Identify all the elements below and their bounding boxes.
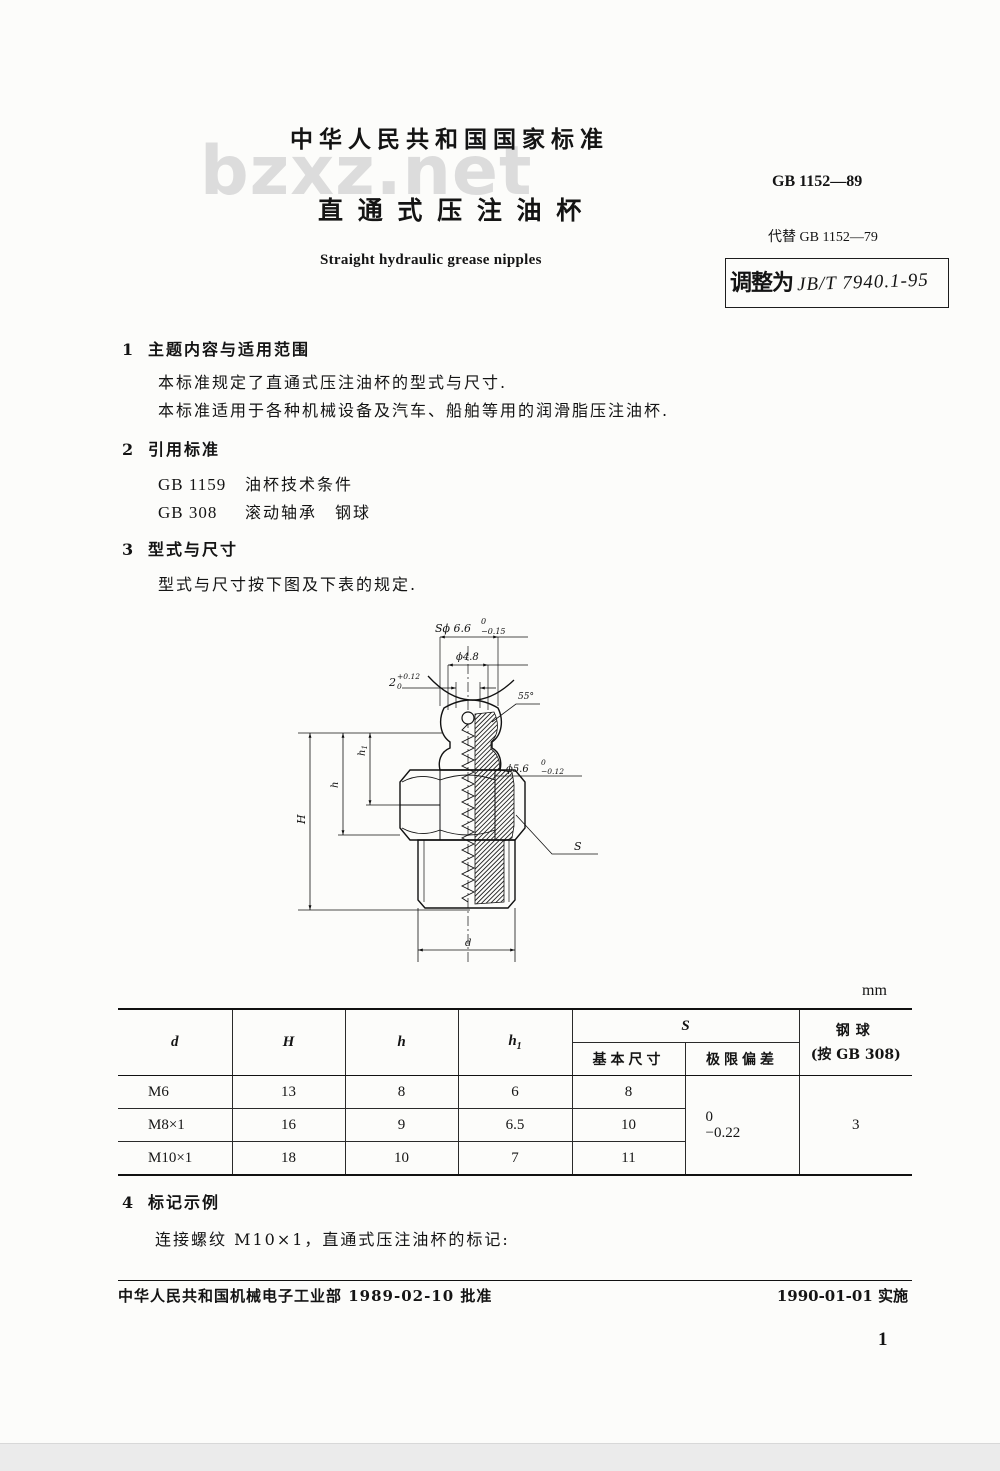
section-1-paragraph: 本标准适用于各种机械设备及汽车、船舶等用的润滑脂压注油杯.	[158, 401, 670, 420]
tolerance-lower: −0.22	[705, 1125, 741, 1141]
cell-S: 11	[571, 1141, 686, 1176]
table-row: M10×1 18 10 7 11	[118, 1141, 912, 1176]
height-h1-label: h1	[357, 745, 369, 756]
footer-rule	[118, 1280, 912, 1281]
handwritten-note-box: 调整为 JB/T 7940.1-95	[725, 258, 949, 308]
section-3-heading: 型式与尺寸	[148, 540, 239, 559]
steel-ball-header-line2: (按 GB 308)	[810, 1046, 901, 1063]
reference-code: GB 308	[158, 503, 218, 522]
steel-ball-header-line1: 钢球	[835, 1022, 876, 1039]
col-header-h1-main: h	[508, 1033, 517, 1049]
col-header-h1: h1	[457, 1008, 573, 1076]
watermark: bzxz.net	[200, 132, 533, 211]
neck-dia-lower-tol: −0.12	[541, 767, 564, 776]
sphere-dia-label: Sϕ 6.6	[435, 622, 471, 635]
check-ball	[461, 711, 475, 725]
threaded-shank	[417, 839, 516, 909]
handwritten-note-prefix: 调整为	[730, 270, 794, 296]
cell-h: 9	[344, 1108, 459, 1142]
org-title: 中华人民共和国国家标准	[290, 126, 609, 153]
section-2-number: 2	[122, 440, 134, 459]
reference-title: 油杯技术条件	[245, 475, 354, 494]
cell-h1: 6	[457, 1075, 573, 1109]
col-header-h: h	[344, 1008, 459, 1076]
col-header-h1-sub: 1	[516, 1041, 522, 1052]
cell-h1: 7	[457, 1141, 573, 1176]
unit-label: mm	[862, 982, 887, 999]
section-2-heading: 引用标准	[148, 440, 221, 459]
approval-line: 中华人民共和国机械电子工业部 1989-02-10 批准	[118, 1287, 493, 1305]
cell-H: 16	[231, 1108, 346, 1142]
height-h1-sub: 1	[361, 745, 369, 749]
col-header-d: d	[118, 1008, 233, 1076]
section-1-heading: 主题内容与适用范围	[148, 340, 311, 359]
section-hatch	[474, 711, 515, 905]
hex-size-label: S	[574, 840, 582, 853]
standard-number: GB 1152—89	[772, 173, 863, 190]
coupler-arc	[427, 675, 515, 701]
neck-dia-label: ϕ5.6	[506, 764, 529, 775]
cell-H: 13	[231, 1075, 346, 1109]
reference-title: 滚动轴承 钢球	[245, 503, 372, 522]
cone-angle-label: 55°	[518, 692, 534, 702]
hole-dia-lower-tol: 0	[397, 682, 402, 691]
section-4-number: 4	[122, 1193, 134, 1212]
hole-dia-dimension	[402, 682, 496, 708]
hole-dia-label: 2	[388, 676, 396, 689]
cell-S: 10	[571, 1108, 686, 1142]
total-height-label: H	[295, 814, 308, 825]
col-header-S: S	[571, 1008, 800, 1043]
bore-dia-label: ϕ4.8	[456, 652, 479, 663]
title-english: Straight hydraulic grease nipples	[320, 252, 542, 268]
dimension-table: d H h h1 S 钢球 (按 GB 308) 基本尺寸 极限偏差 M6 13…	[118, 1008, 912, 1176]
scan-bottom-band	[0, 1443, 1000, 1471]
table-row: M6 13 8 6 8 0 −0.22 3	[118, 1075, 912, 1176]
cone-angle-leader	[491, 703, 540, 723]
neck-dia-upper-tol: 0	[541, 758, 546, 767]
height-h1-main: h	[357, 750, 368, 756]
cell-d: M8×1	[118, 1108, 233, 1142]
section-3-number: 3	[122, 540, 134, 559]
grease-nipple-drawing: Sϕ 6.6 0 −0.15 ϕ4.8 2 +0.12 0 55° ϕ5.6 0…	[295, 617, 598, 964]
nipple-head	[438, 699, 503, 771]
title-chinese: 直 通 式 压 注 油 杯	[318, 196, 585, 225]
table-row: M8×1 16 9 6.5 10	[118, 1108, 912, 1142]
cell-H: 18	[231, 1141, 346, 1176]
spring	[460, 723, 476, 903]
cell-h: 8	[344, 1075, 459, 1109]
section-1-paragraph: 本标准规定了直通式压注油杯的型式与尺寸.	[158, 373, 508, 392]
implementation-date: 1990-01-01 实施	[776, 1287, 908, 1305]
tolerance-upper: 0	[705, 1109, 714, 1125]
reference-code: GB 1159	[158, 475, 227, 494]
cell-d: M6	[118, 1075, 233, 1109]
cell-h: 10	[344, 1141, 459, 1176]
col-header-H: H	[231, 1008, 346, 1076]
col-header-steel-ball: 钢球 (按 GB 308)	[798, 1008, 912, 1076]
thread-dimension	[417, 908, 516, 962]
sphere-dia-lower-tol: −0.15	[481, 627, 506, 636]
thread-label: d	[465, 938, 471, 949]
cell-S-tolerance: 0 −0.22	[684, 1075, 800, 1176]
cell-steel-ball: 3	[798, 1075, 912, 1176]
cell-d: M10×1	[118, 1141, 233, 1176]
sphere-dia-dimension	[439, 635, 528, 706]
col-header-S-tolerance: 极限偏差	[684, 1042, 800, 1076]
cell-S: 8	[571, 1075, 686, 1109]
section-3-paragraph: 型式与尺寸按下图及下表的规定.	[158, 575, 418, 594]
hex-size-leader	[515, 814, 598, 855]
cell-h1: 6.5	[457, 1108, 573, 1142]
height-h-label: h	[330, 782, 341, 788]
section-4-heading: 标记示例	[148, 1193, 221, 1212]
page-number: 1	[878, 1329, 888, 1350]
replaces-standard: 代替 GB 1152—79	[768, 230, 878, 245]
handwritten-note-code: JB/T 7940.1-95	[796, 269, 930, 296]
hole-dia-upper-tol: +0.12	[397, 672, 420, 681]
col-header-S-basic: 基本尺寸	[571, 1042, 686, 1076]
section-1-number: 1	[122, 340, 134, 359]
sphere-dia-upper-tol: 0	[481, 617, 486, 626]
height-dimensions	[298, 732, 470, 911]
section-4-paragraph: 连接螺纹 M10×1，直通式压注油杯的标记:	[155, 1230, 510, 1249]
